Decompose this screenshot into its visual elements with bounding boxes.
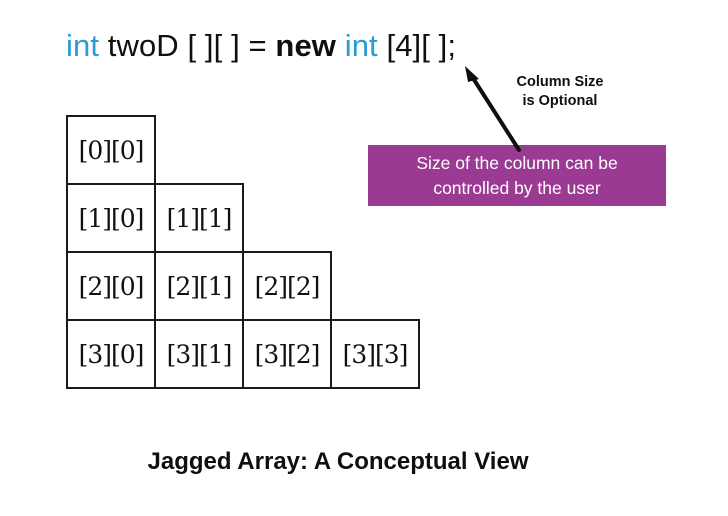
cell-index-label: [2][2] xyxy=(254,271,321,301)
cell-index-label: [3][2] xyxy=(254,339,321,369)
cell-index-label: [0][0] xyxy=(78,135,145,165)
callout-line-1: Size of the column can be xyxy=(416,152,618,173)
array-cell: [2][2] xyxy=(242,251,332,321)
slide-caption: Jagged Array: A Conceptual View xyxy=(147,448,529,475)
purple-callout-box: Size of the column can be controlled by … xyxy=(368,145,666,206)
array-cell: [3][1] xyxy=(154,319,244,389)
optional-label-line-2: is Optional xyxy=(522,93,598,109)
code-token-keyword-int-2: int xyxy=(344,28,378,63)
array-cell: [1][0] xyxy=(66,183,156,253)
jagged-array-grid: [0][0] [1][0] [1][1] [2][0] [2][1] [2][2… xyxy=(66,115,420,389)
array-row: [0][0] xyxy=(66,115,420,185)
cell-index-label: [3][0] xyxy=(78,339,145,369)
array-cell: [3][2] xyxy=(242,319,332,389)
array-row: [2][0] [2][1] [2][2] xyxy=(66,251,420,321)
array-cell: [2][1] xyxy=(154,251,244,321)
array-row: [3][0] [3][1] [3][2] [3][3] xyxy=(66,319,420,389)
code-token-dimensions: [4][ ]; xyxy=(377,28,457,63)
cell-index-label: [2][1] xyxy=(166,271,233,301)
cell-index-label: [3][1] xyxy=(166,339,233,369)
cell-index-label: [2][0] xyxy=(78,271,145,301)
code-token-keyword-new: new xyxy=(275,28,336,63)
code-token-space xyxy=(336,28,345,63)
code-token-variable-declaration: twoD [ ][ ] = xyxy=(99,28,276,63)
array-cell: [3][0] xyxy=(66,319,156,389)
optional-label-line-1: Column Size xyxy=(516,74,604,90)
array-cell: [2][0] xyxy=(66,251,156,321)
code-declaration-line: int twoD [ ][ ] = new int [4][ ]; xyxy=(66,26,456,66)
array-cell: [3][3] xyxy=(330,319,420,389)
array-row: [1][0] [1][1] xyxy=(66,183,420,253)
cell-index-label: [3][3] xyxy=(342,339,409,369)
array-cell: [1][1] xyxy=(154,183,244,253)
code-token-keyword-int-1: int xyxy=(66,28,100,63)
callout-line-2: controlled by the user xyxy=(433,177,601,198)
cell-index-label: [1][0] xyxy=(78,203,145,233)
array-cell: [0][0] xyxy=(66,115,156,185)
cell-index-label: [1][1] xyxy=(166,203,233,233)
column-size-optional-label: Column Size is Optional xyxy=(497,73,623,111)
